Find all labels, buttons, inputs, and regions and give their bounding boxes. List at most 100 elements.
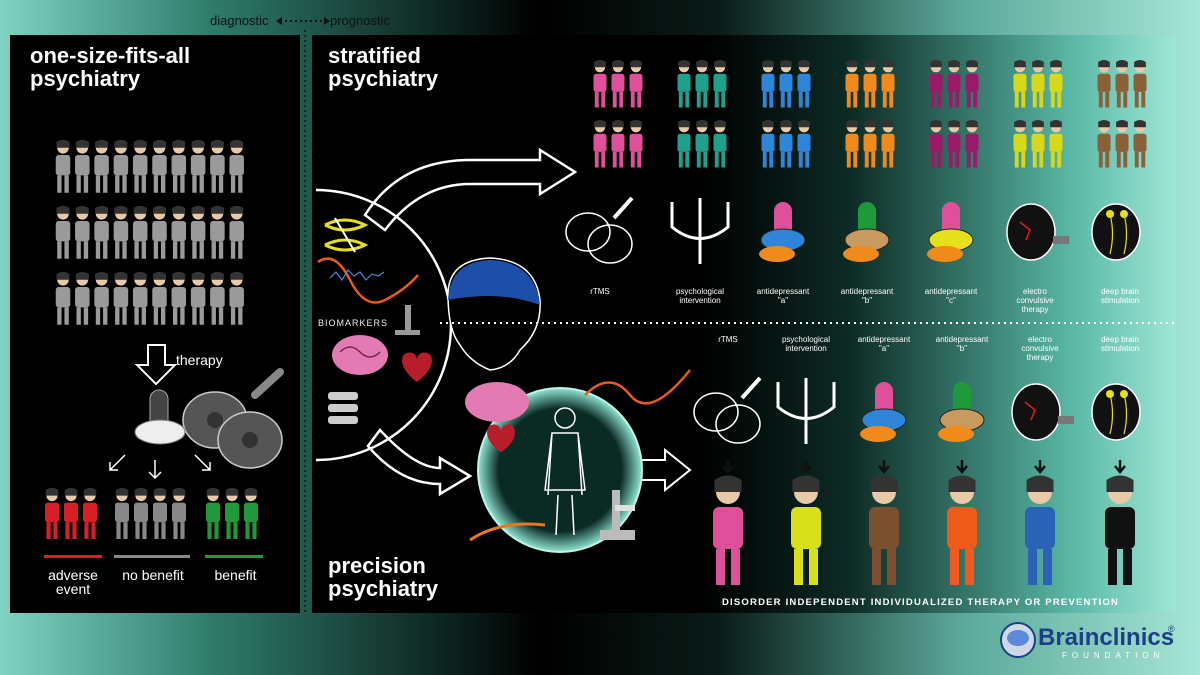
crowd-person: [75, 271, 90, 325]
crowd-person: [190, 205, 206, 259]
crowd-grid: [55, 139, 244, 325]
stratified-treatment-icon: [843, 202, 890, 262]
left-panel-title: one-size-fits-all psychiatry: [30, 43, 191, 91]
stratified-person: [845, 60, 859, 108]
outcome-groups: [44, 487, 263, 558]
crowd-person: [171, 271, 187, 325]
crowd-person: [229, 139, 244, 193]
stratified-person: [1133, 120, 1147, 168]
stratified-person: [779, 60, 793, 108]
arrow-to-stratified: [363, 147, 578, 232]
outcome-bar: [205, 555, 263, 558]
stratified-treatment-label: rTMS: [590, 287, 610, 296]
crowd-person: [171, 139, 187, 193]
stratified-person: [779, 120, 793, 168]
stratified-person: [761, 60, 775, 108]
stratified-person: [1031, 120, 1045, 168]
header-prognostic: prognostic: [330, 13, 390, 28]
stratified-treatment-label: deep brain stimulation: [1100, 287, 1140, 305]
crowd-person: [210, 139, 225, 193]
crowd-person: [229, 205, 244, 259]
logo-sub: FOUNDATION: [1062, 651, 1165, 660]
stratified-treatment-icon: [1091, 203, 1141, 261]
crowd-person: [132, 205, 148, 259]
precision-person: [791, 475, 821, 585]
crowd-person: [94, 271, 109, 325]
outcome-bar: [44, 555, 102, 558]
stratified-person: [611, 120, 625, 168]
database-icon: [328, 392, 358, 424]
precision-person: [713, 475, 743, 585]
crowd-person: [55, 205, 71, 259]
stratified-person: [863, 120, 877, 168]
crowd-person: [132, 271, 148, 325]
precision-treatment-icon: [1011, 383, 1074, 441]
outcome-person: [206, 487, 220, 539]
stratified-person: [965, 120, 979, 168]
stratified-treatment-icon: [1006, 203, 1069, 261]
stratified-person: [1097, 60, 1111, 108]
stratified-person: [845, 120, 859, 168]
precision-treatment-icon: [860, 382, 907, 442]
stratified-title: stratified psychiatry: [328, 43, 439, 91]
down-arrow: [1034, 460, 1046, 474]
heart-icon: [402, 352, 432, 382]
stratified-person: [797, 60, 811, 108]
stratified-treatment-icons: [565, 196, 1141, 264]
precision-treatment-icon: [938, 382, 985, 442]
crowd-person: [152, 205, 167, 259]
precision-circle: [477, 387, 643, 553]
therapy-label: therapy: [176, 352, 223, 368]
outcome-person: [83, 487, 97, 539]
precision-person-icon: [544, 407, 586, 536]
precision-footer: DISORDER INDEPENDENT INDIVIDUALIZED THER…: [722, 597, 1120, 608]
outcome-person: [134, 487, 148, 539]
stratified-person: [1031, 60, 1045, 108]
stratified-treatment-icon: [759, 202, 806, 262]
precision-persons: [713, 475, 1135, 585]
stratified-person: [1049, 60, 1063, 108]
stratified-person: [1013, 60, 1027, 108]
precision-treatment-label: deep brain stimulation: [1100, 335, 1140, 353]
header-arrow: [276, 17, 330, 25]
precision-person: [1105, 475, 1135, 585]
precision-down-arrows: [722, 460, 1126, 474]
stratified-treatment-label: psychological intervention: [675, 287, 725, 305]
stratified-person: [1115, 60, 1129, 108]
crowd-person: [229, 271, 244, 325]
precision-treatment-icons: [693, 376, 1141, 444]
stratified-person: [611, 60, 625, 108]
stratified-person: [863, 60, 877, 108]
stratified-person: [1115, 120, 1129, 168]
outcome-person: [115, 487, 129, 539]
stratified-person: [677, 60, 691, 108]
stratified-treatment-label: electro convulsive therapy: [1016, 287, 1054, 314]
stratified-person: [797, 120, 811, 168]
crowd-person: [152, 271, 167, 325]
precision-eeg-wave-icon: [584, 369, 691, 405]
outcome-label-adverse: adverse event: [48, 567, 98, 597]
outcome-arrows: [109, 454, 211, 480]
stratified-person: [1049, 120, 1063, 168]
outcome-label-no-benefit: no benefit: [122, 567, 184, 583]
eeg-head-icon: [447, 257, 541, 371]
arrow-to-treatments: [639, 447, 692, 493]
crowd-person: [132, 139, 148, 193]
stratified-treatment-label: antidepressant "a": [756, 287, 810, 305]
crowd-person: [190, 139, 206, 193]
header-diagnostic: diagnostic: [210, 13, 269, 28]
logo-registered: ®: [1168, 624, 1175, 634]
stratified-treatment-label: antidepressant "c": [924, 287, 978, 305]
crowd-person: [75, 139, 90, 193]
crowd-person: [113, 139, 129, 193]
down-arrow: [1114, 460, 1126, 474]
down-arrow: [800, 460, 812, 474]
logo-name: Brainclinics: [1038, 624, 1175, 651]
therapy-objects: [134, 368, 284, 469]
stratified-person: [1097, 120, 1111, 168]
precision-treatment-icon: [1091, 383, 1141, 441]
precision-title: precision psychiatry: [328, 553, 439, 601]
dna-icon: [324, 217, 369, 253]
stratified-person: [629, 60, 643, 108]
stratified-person: [713, 120, 727, 168]
